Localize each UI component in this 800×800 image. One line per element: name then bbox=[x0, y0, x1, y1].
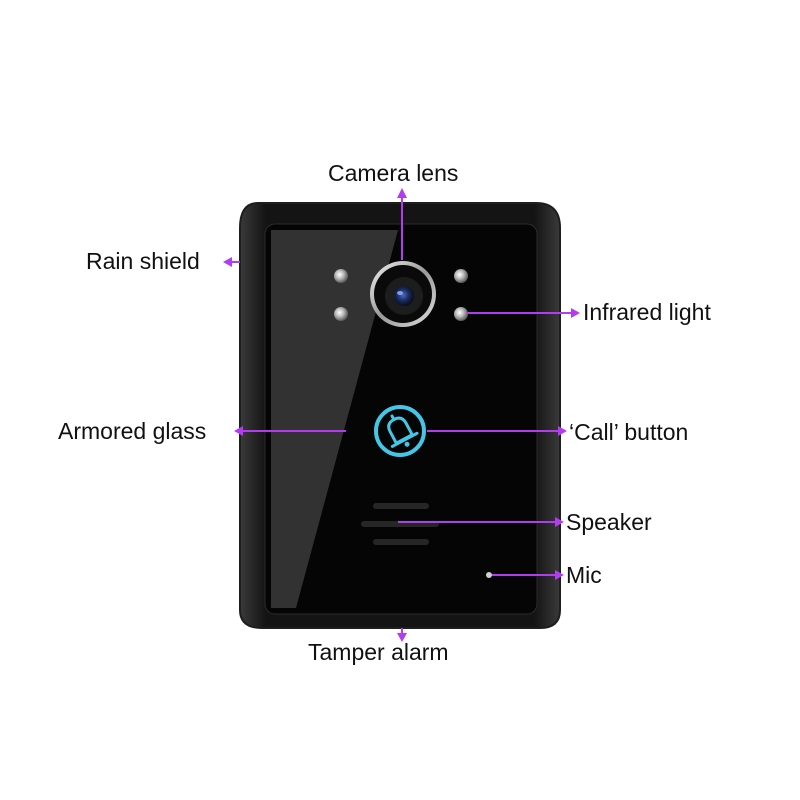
glass-reflection bbox=[271, 230, 398, 608]
label-armored-glass: Armored glass bbox=[58, 418, 207, 444]
infrared-light-bottom-right bbox=[454, 307, 468, 321]
call-button bbox=[374, 405, 426, 457]
label-infrared-light: Infrared light bbox=[583, 299, 711, 325]
label-rain-shield: Rain shield bbox=[86, 248, 200, 274]
label-camera-lens: Camera lens bbox=[328, 160, 459, 186]
label-call-button: ‘Call’ button bbox=[569, 419, 689, 445]
infrared-light-top-right bbox=[454, 269, 468, 283]
infrared-light-bottom-left bbox=[334, 307, 348, 321]
label-speaker: Speaker bbox=[566, 509, 652, 535]
infrared-light-top-left bbox=[334, 269, 348, 283]
infrared-lights bbox=[334, 269, 468, 321]
annotation-arrows bbox=[223, 188, 580, 642]
label-mic: Mic bbox=[566, 562, 602, 588]
bell-icon bbox=[387, 414, 419, 448]
label-tamper-alarm: Tamper alarm bbox=[308, 639, 449, 665]
camera-lens bbox=[370, 261, 436, 327]
mic-hole bbox=[486, 572, 492, 578]
